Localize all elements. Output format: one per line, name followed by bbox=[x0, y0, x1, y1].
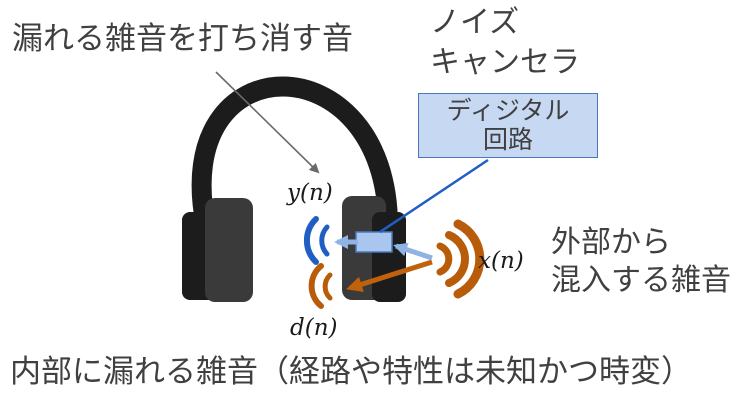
internal-leak-label: 内部に漏れる雑音（経路や特性は未知かつ時変） bbox=[10, 354, 692, 390]
headband bbox=[191, 76, 398, 236]
left-ear-cup bbox=[182, 198, 253, 302]
leak-cancel-label: 漏れる雑音を打ち消す音 bbox=[12, 21, 353, 57]
dsp-link-line bbox=[379, 158, 489, 234]
noise-canceller-label-1: ノイズ bbox=[430, 5, 520, 40]
external-noise-wave bbox=[436, 219, 485, 299]
mic-chip bbox=[355, 231, 393, 253]
leak-noise-wave bbox=[308, 263, 333, 309]
noise-to-chip-arrow bbox=[393, 242, 433, 261]
signal-d-label: d(n) bbox=[290, 315, 338, 341]
digital-circuit-label-2: 回路 bbox=[482, 124, 533, 154]
noise-canceller-label-2: キャンセラ bbox=[430, 45, 580, 80]
digital-circuit-box: ディジタル 回路 bbox=[418, 93, 598, 158]
noise-leak-arrow bbox=[346, 259, 433, 292]
cancel-wave bbox=[304, 216, 330, 265]
external-noise-label-1: 外部から bbox=[551, 225, 671, 260]
signal-x-label: x(n) bbox=[478, 248, 524, 274]
cancel-sound-pointer bbox=[215, 71, 320, 174]
external-noise-label-2: 混入する雑音 bbox=[551, 263, 731, 298]
digital-circuit-label-1: ディジタル bbox=[446, 95, 570, 125]
signal-y-label: y(n) bbox=[287, 180, 333, 206]
